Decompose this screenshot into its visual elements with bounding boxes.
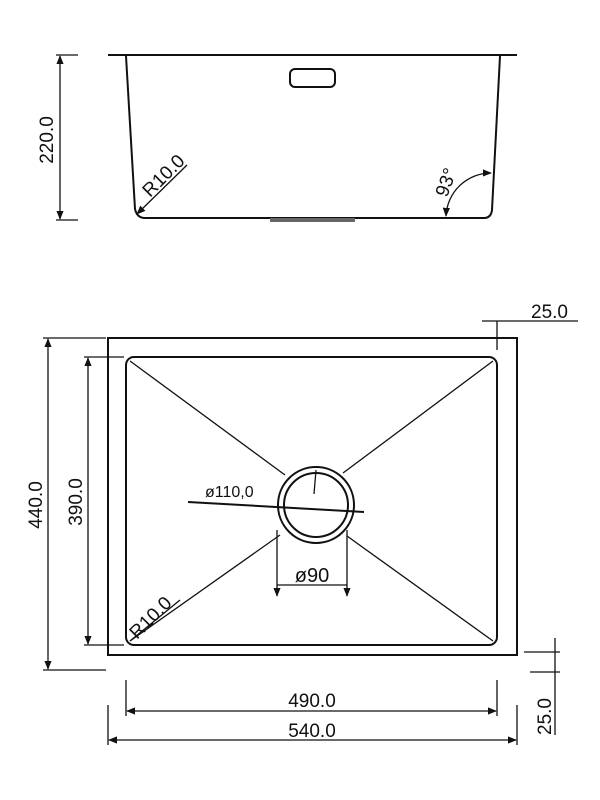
outer-height-label: 440.0 (26, 481, 47, 529)
drain-outer-circle (277, 466, 355, 544)
drain-inner-circle (283, 472, 349, 538)
slope-lines (129, 360, 494, 642)
plan-radius-label: R10.0 (126, 593, 177, 644)
radius-dimension: R10.0 (136, 151, 190, 215)
outer-drain-label: ø110,0 (205, 484, 254, 501)
inner-height-label: 390.0 (66, 478, 87, 526)
flange-bottom-label: 25.0 (535, 698, 556, 735)
flange-top-label: 25.0 (531, 302, 568, 323)
outer-width-dimension: 540.0 (107, 705, 518, 745)
outer-height-dimension: 440.0 (26, 337, 106, 671)
plan-view: ø110,0 ø90 R10.0 440.0 390.0 490.0 (26, 302, 578, 745)
outer-rim (107, 337, 518, 656)
side-view: 220.0 R10.0 93° (37, 54, 517, 222)
inner-bowl (125, 356, 498, 646)
flange-top-dimension: 25.0 (482, 302, 578, 350)
inner-drain-dimension: ø90 (273, 530, 351, 597)
drain-center-mark (313, 469, 317, 495)
flange-bottom-dimension: 25.0 (524, 638, 560, 735)
outer-width-label: 540.0 (288, 721, 336, 742)
height-dimension: 220.0 (37, 54, 78, 221)
height-label: 220.0 (37, 116, 58, 164)
plan-radius-dimension: R10.0 (126, 593, 181, 644)
inner-width-label: 490.0 (288, 691, 336, 712)
inner-width-dimension: 490.0 (125, 680, 498, 716)
radius-label: R10.0 (139, 151, 190, 202)
inner-drain-label: ø90 (295, 565, 329, 587)
angle-label: 93° (432, 166, 462, 200)
overflow-slot (289, 68, 336, 88)
outer-drain-dimension-line (187, 501, 365, 513)
drain-outlet (270, 218, 355, 222)
inner-height-dimension: 390.0 (66, 356, 124, 646)
angle-dimension: 93° (432, 166, 492, 217)
